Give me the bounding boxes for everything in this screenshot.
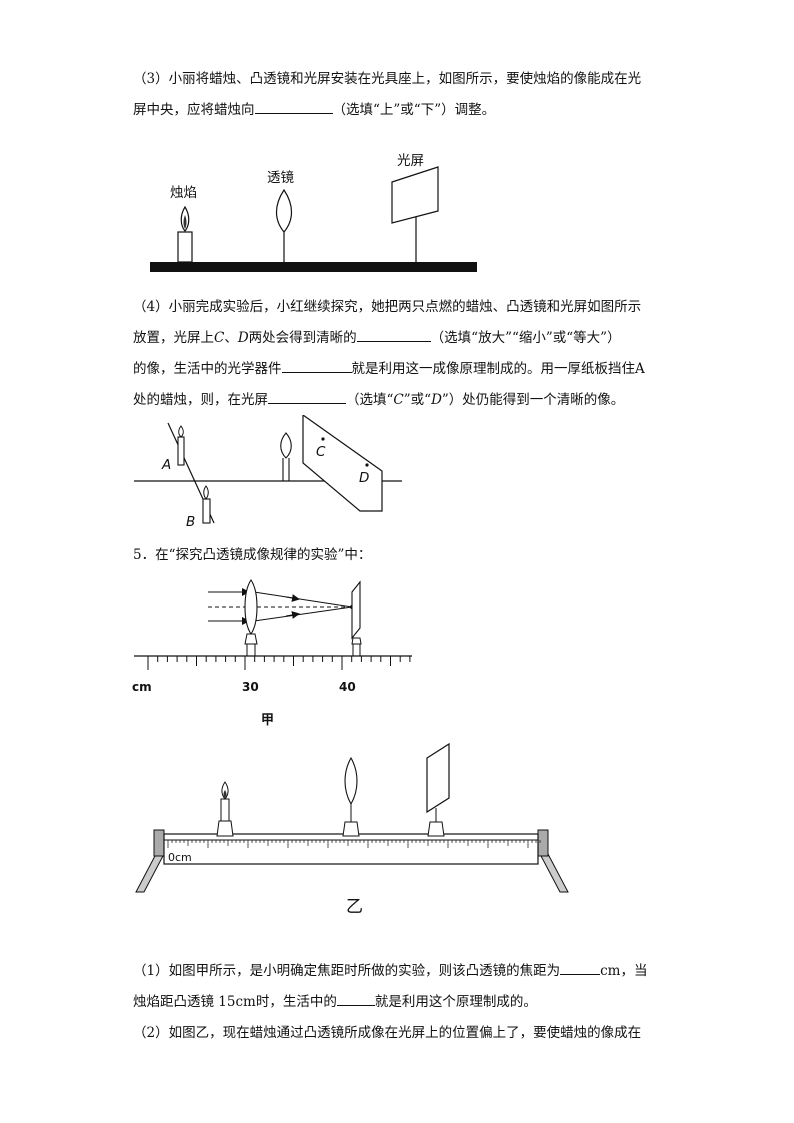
q4-line2-post: （选填“放大”“缩小”或“等大”） <box>430 330 621 346</box>
q5-1-line1-post: cm，当 <box>600 963 648 979</box>
convex-lens-icon <box>280 432 292 459</box>
candle-b <box>202 498 211 524</box>
q3-line2: 屏中央，应将蜡烛向 （选填“上”或“下”）调整。 <box>133 95 678 126</box>
bench-base <box>150 262 477 272</box>
label-d: D <box>359 470 369 486</box>
arrow-bottom <box>285 611 300 619</box>
flame-core <box>183 215 187 229</box>
point-c-dot <box>321 437 325 441</box>
q4-line2: 放置，光屏上C、D两处会得到清晰的 （选填“放大”“缩小”或“等大”） <box>133 323 678 354</box>
bench-leg-left <box>135 853 165 893</box>
convex-lens-icon <box>344 756 358 806</box>
flame-b-icon <box>203 485 209 500</box>
q4-point-d: D <box>237 330 249 346</box>
arrow-top <box>285 594 300 602</box>
optical-bench-figure-yi: 0cm 乙 <box>135 742 569 917</box>
bench-leg-right <box>539 853 569 893</box>
candle-body <box>220 798 230 822</box>
lens-holder <box>244 633 258 645</box>
answer-blank-q4-device[interactable] <box>281 358 352 373</box>
unit-label: cm <box>132 680 152 694</box>
screen-panel <box>426 742 450 814</box>
q4-line2-pre: 放置，光屏上 <box>133 330 214 346</box>
q4-line4-d: D <box>431 392 442 408</box>
q5-1-line1-pre: （1）如图甲所示，是小明确定焦距时所做的实验，则该凸透镜的焦距为 <box>133 963 561 979</box>
lens-holder <box>342 821 360 837</box>
candle-holder <box>216 820 234 837</box>
label-c: C <box>316 444 326 460</box>
q3-line2-post: （选填“上”或“下”）调整。 <box>332 102 496 118</box>
bench-end-right <box>537 829 549 857</box>
answer-blank-focal-length[interactable] <box>560 960 601 975</box>
ray-out-bottom <box>253 606 353 622</box>
q4-line4-post: ”）处仍能得到一个清晰的像。 <box>441 392 625 408</box>
q4-line4-pre: 处的蜡烛，则，在光屏 <box>133 392 268 408</box>
answer-blank-q4-position[interactable] <box>268 389 346 404</box>
q5-1-line2-pre: 烛焰距凸透镜 15cm时，生活中的 <box>133 994 337 1010</box>
label-flame: 烛焰 <box>170 185 197 201</box>
q4-line2-mid: 两处会得到清晰的 <box>248 330 357 346</box>
q4-line3-post: 就是利用这一成像原理制成的。用一厚纸板挡住A <box>351 361 645 377</box>
q5-1-line2: 烛焰距凸透镜 15cm时，生活中的 就是利用这个原理制成的。 <box>133 987 678 1018</box>
flame-core <box>223 790 227 798</box>
q5-1-line2-post: 就是利用这个原理制成的。 <box>374 994 537 1010</box>
q5-1-line1: （1）如图甲所示，是小明确定焦距时所做的实验，则该凸透镜的焦距为 cm，当 <box>133 956 678 987</box>
q4-line3-pre: 的像，生活中的光学器件 <box>133 361 282 377</box>
q4-point-c: C <box>214 330 225 346</box>
lens-base <box>246 643 256 657</box>
convex-lens-icon <box>275 188 293 233</box>
label-a: A <box>161 457 171 473</box>
screen-base <box>352 643 361 657</box>
label-b: B <box>186 514 195 530</box>
screen-panel <box>351 580 361 640</box>
screen-holder <box>351 637 362 645</box>
flame-a-icon <box>178 425 184 438</box>
candle-body <box>177 231 193 263</box>
q5-title: 5．在“探究凸透镜成像规律的实验”中： <box>133 547 372 563</box>
bench-rail <box>163 833 539 865</box>
two-candle-figure: A B C D <box>134 415 402 530</box>
label-screen: 光屏 <box>397 153 424 169</box>
answer-blank-q3[interactable] <box>254 99 333 114</box>
answer-blank-device[interactable] <box>336 991 375 1006</box>
q3-line1: （3）小丽将蜡烛、凸透镜和光屏安装在光具座上，如图所示，要使烛焰的像能成在光 <box>133 71 642 87</box>
q4-line4-b: ”或“ <box>403 392 432 408</box>
tick-label-40: 40 <box>339 680 356 694</box>
q4-line4-c: C <box>393 392 404 408</box>
screen-panel <box>391 166 439 224</box>
q4-line3: 的像，生活中的光学器件 就是利用这一成像原理制成的。用一厚纸板挡住A <box>133 354 678 385</box>
tilted-screen <box>302 415 383 512</box>
scale-label: 0cm <box>168 851 192 864</box>
focal-length-figure: cm 30 40 甲 <box>132 579 412 728</box>
q4-line1: （4）小丽完成实验后，小红继续探究，她把两只点燃的蜡烛、凸透镜和光屏如图所示 <box>133 299 642 315</box>
caption-jia: 甲 <box>261 713 274 728</box>
tick-label-30: 30 <box>242 680 259 694</box>
optical-bench-figure: 烛焰 透镜 光屏 <box>150 153 477 272</box>
candle-a <box>177 436 185 466</box>
q5-2-line1: （2）如图乙，现在蜡烛通过凸透镜所成像在光屏上的位置偏上了，要使蜡烛的像成在 <box>133 1025 642 1041</box>
q4-line4-a: （选填“ <box>346 392 394 408</box>
answer-blank-q4-image-size[interactable] <box>356 327 431 342</box>
caption-yi: 乙 <box>346 897 363 917</box>
bench-end-left <box>153 829 165 857</box>
ray-out-top <box>253 591 353 608</box>
screen-holder <box>427 821 445 837</box>
q4-line4: 处的蜡烛，则，在光屏 （选填“C”或“D”）处仍能得到一个清晰的像。 <box>133 385 678 416</box>
q3-line2-pre: 屏中央，应将蜡烛向 <box>133 102 255 118</box>
ruler-ticks <box>147 656 411 670</box>
convex-lens-icon <box>244 579 258 635</box>
point-d-dot <box>365 463 369 467</box>
label-lens: 透镜 <box>267 170 294 186</box>
q4-sep: 、 <box>224 330 238 346</box>
bench-scale-ticks <box>167 840 541 848</box>
